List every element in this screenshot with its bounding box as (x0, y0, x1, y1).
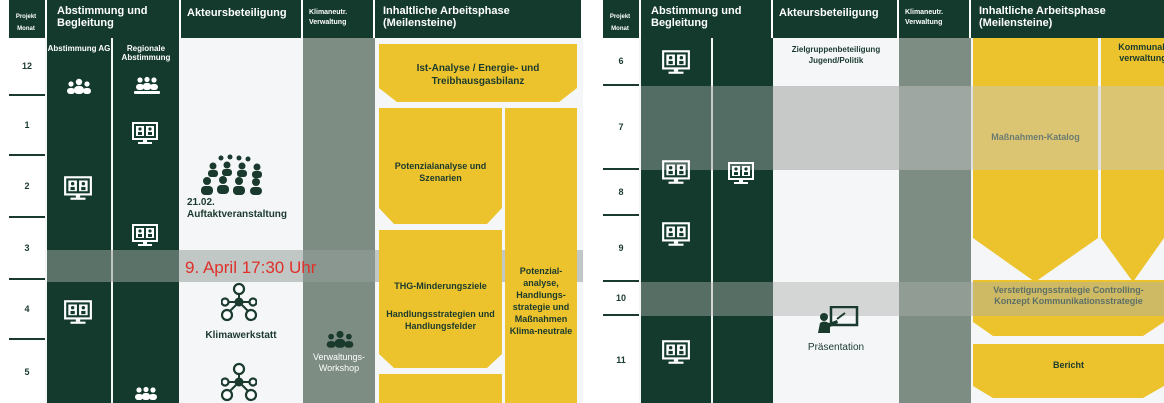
ag-column (47, 38, 111, 403)
milestone-potenzialanalyse: Potenzialanalyse und Szenarien (379, 108, 502, 226)
left-schedule-panel: Projekt Monat Abstimmung und Begleitung … (9, 0, 583, 403)
video-call-icon (63, 300, 93, 324)
milestone-kommunal: Kommunal-verwaltung (1101, 38, 1164, 284)
header-month: Projekt Monat (603, 0, 641, 38)
month-band (899, 86, 1164, 170)
month-cell: 11 (603, 316, 639, 403)
month-cell: 4 (9, 280, 45, 340)
month-cell: 12 (9, 38, 45, 96)
network-icon (221, 282, 257, 322)
video-call-icon (661, 340, 691, 364)
kickoff-label: 21.02. Auftaktveranstaltung (187, 197, 288, 220)
people-group-icon (325, 330, 355, 350)
presentation-label: Präsentation (807, 342, 865, 353)
people-group-icon (133, 76, 161, 96)
video-call-icon (63, 176, 93, 200)
network-icon (221, 362, 257, 402)
month-band (641, 282, 1164, 316)
date-banner: 9. April 17:30 Uhr (185, 258, 317, 277)
header-coordination: Abstimmung und Begleitung (641, 0, 773, 38)
milestone-ist-analyse: Ist-Analyse / Energie- und Treibhausgasb… (379, 44, 577, 104)
people-group-icon (66, 78, 92, 96)
month-cell: 9 (603, 216, 639, 282)
workshop-label: Klimawerkstatt (205, 330, 277, 341)
month-cell: 5 (9, 340, 45, 403)
presentation-icon (817, 306, 859, 334)
video-call-icon (131, 224, 159, 246)
header-phase: Inhaltliche Arbeitsphase (Meilensteine) (375, 0, 583, 38)
crowd-icon (199, 154, 271, 196)
subheader-ag: Abstimmung AG (47, 44, 111, 53)
subheader-regional: Regionale Abstimmung (121, 44, 171, 62)
month-band (773, 86, 899, 170)
month-cell: 2 (9, 156, 45, 218)
header-admin: Klimaneutr. Verwaltung (899, 0, 971, 38)
regional-column (113, 38, 179, 403)
people-group-icon (132, 386, 160, 403)
header-stakeholders: Akteursbeteiligung (181, 0, 303, 38)
month-cell: 3 (9, 218, 45, 280)
milestone-next (379, 374, 502, 403)
admin-workshop-label: Verwaltungs-Workshop (312, 352, 366, 373)
video-call-icon (727, 162, 755, 184)
milestone-handlung: THG-Minderungsziele Handlungsstrategien … (379, 230, 502, 370)
target-group-label: Zielgruppenbeteiligung Jugend/Politik (791, 45, 881, 65)
admin-column (899, 38, 971, 403)
header-month: Projekt Monat (9, 0, 47, 38)
header-coordination: Abstimmung und Begleitung (47, 0, 181, 38)
header-admin: Klimaneutr. Verwaltung (303, 0, 375, 38)
month-cell: 8 (603, 170, 639, 216)
video-call-icon (131, 122, 159, 144)
milestone-right-column: Potenzial-analyse, Handlungs-strategie u… (505, 108, 577, 403)
right-schedule-panel: Projekt Monat Abstimmung und Begleitung … (603, 0, 1164, 403)
milestone-bericht: Bericht (973, 344, 1164, 400)
month-cell: 1 (9, 96, 45, 156)
milestone-strategien: Verstetigungsstrategie Controlling-Konze… (973, 280, 1164, 338)
month-cell: 10 (603, 282, 639, 316)
video-call-icon (661, 160, 691, 184)
video-call-icon (661, 222, 691, 246)
month-cell: 7 (603, 86, 639, 170)
header-stakeholders: Akteursbeteiligung (773, 0, 899, 38)
video-call-icon (661, 50, 691, 74)
header-phase: Inhaltliche Arbeitsphase (Meilensteine) (971, 0, 1164, 38)
month-cell: 6 (603, 38, 639, 86)
milestone-katalog: Maßnahmen-Katalog (973, 38, 1098, 284)
